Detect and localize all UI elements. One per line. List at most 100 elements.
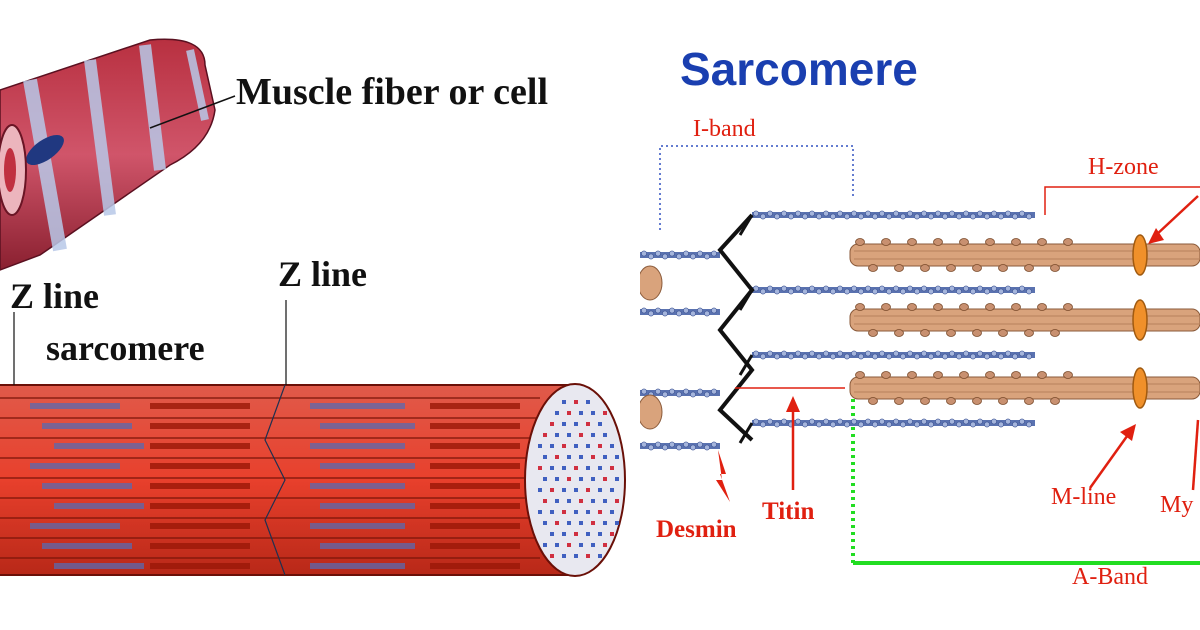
i-band-bracket [659,145,854,230]
cross-section-dot [562,510,566,514]
cross-section-dot [574,554,578,558]
actin-bead [900,421,906,428]
cross-section-dot [538,444,542,448]
actin-bead [893,350,899,357]
actin-bead [1026,213,1032,220]
myosin-head [959,238,969,246]
myosin-head [1011,303,1021,311]
actin-bead [984,213,990,220]
muscle-fiber-label: Muscle fiber or cell [236,71,548,113]
myosin-head [933,238,943,246]
actin-bead [998,353,1004,360]
actin-bead [1019,285,1025,292]
actin-bead [697,307,703,314]
myosin-head [868,329,878,337]
actin-bead [830,353,836,360]
cross-section-dot [550,554,554,558]
actin-bead [676,444,682,451]
actin-bead [788,213,794,220]
actin-bead [942,288,948,295]
actin-bead [837,285,843,292]
m-line-disc [1132,234,1148,276]
myosin-head [959,303,969,311]
myofibril-band [150,503,250,509]
cross-section-dots [538,400,619,558]
actin-bead [1026,353,1032,360]
actin-bead [767,210,773,217]
cross-section-dot [555,477,559,481]
cross-section-dot [555,543,559,547]
z-line-left-label: Z line [10,276,100,316]
m-line-disc [1132,299,1148,341]
myofibril-band [150,483,250,489]
actin-bead [641,388,647,395]
myosin-head [1011,371,1021,379]
actin-bead [984,421,990,428]
actin-bead [956,288,962,295]
cross-section-dot [615,477,619,481]
actin-bead [956,421,962,428]
actin-bead [893,418,899,425]
actin-bead [662,310,668,317]
myofibril-band [430,483,520,489]
cross-section-dot [591,455,595,459]
myosin-head [985,238,995,246]
actin-bead [767,285,773,292]
myosin-head [920,397,930,405]
myosin-head [894,264,904,272]
cross-section-dot [555,521,559,525]
myosin-head [933,371,943,379]
cross-section-dot [562,554,566,558]
myosin-head [907,238,917,246]
myofibril-band [320,463,415,469]
actin-bead [844,213,850,220]
myosin-head [946,397,956,405]
actin-bead [711,250,717,257]
myofibril-band [30,403,120,409]
actin-bead [1019,350,1025,357]
actin-bead [879,418,885,425]
actin-bead [851,210,857,217]
actin-bead [900,288,906,295]
actin-bead [900,353,906,360]
cross-section-dot [555,455,559,459]
actin-bead [928,213,934,220]
cross-section-dot [586,554,590,558]
myosin-head [1050,329,1060,337]
sarcomere-label: sarcomere [46,328,205,368]
actin-bead [914,213,920,220]
actin-bead [844,353,850,360]
actin-bead [676,310,682,317]
cross-section-dot [555,411,559,415]
actin-bead [837,350,843,357]
actin-bead [641,307,647,314]
myofibril-band [320,423,415,429]
cross-section-dot [591,499,595,503]
cross-section-dot [550,532,554,536]
cross-section-dot [610,444,614,448]
cross-section-dot [586,444,590,448]
myofibril-band [430,443,520,449]
actin-bead [655,307,661,314]
actin-bead [809,350,815,357]
actin-bead [774,421,780,428]
cross-section-dot [574,400,578,404]
actin-bead [795,210,801,217]
myosin-head [998,264,1008,272]
actin-bead [690,310,696,317]
desmin-marker [716,450,730,502]
actin-bead [977,285,983,292]
actin-bead [795,418,801,425]
h-zone-arrow [1154,195,1199,237]
actin-bead [816,288,822,295]
cross-section-dot [543,499,547,503]
myofibril-band [430,563,520,569]
actin-bead [802,353,808,360]
m-line-arrow [1088,431,1132,489]
actin-bead [865,350,871,357]
myofibril-band [310,483,405,489]
myosin-head [920,264,930,272]
myofibril-band [150,563,250,569]
actin-bead [648,444,654,451]
actin-bead [823,210,829,217]
